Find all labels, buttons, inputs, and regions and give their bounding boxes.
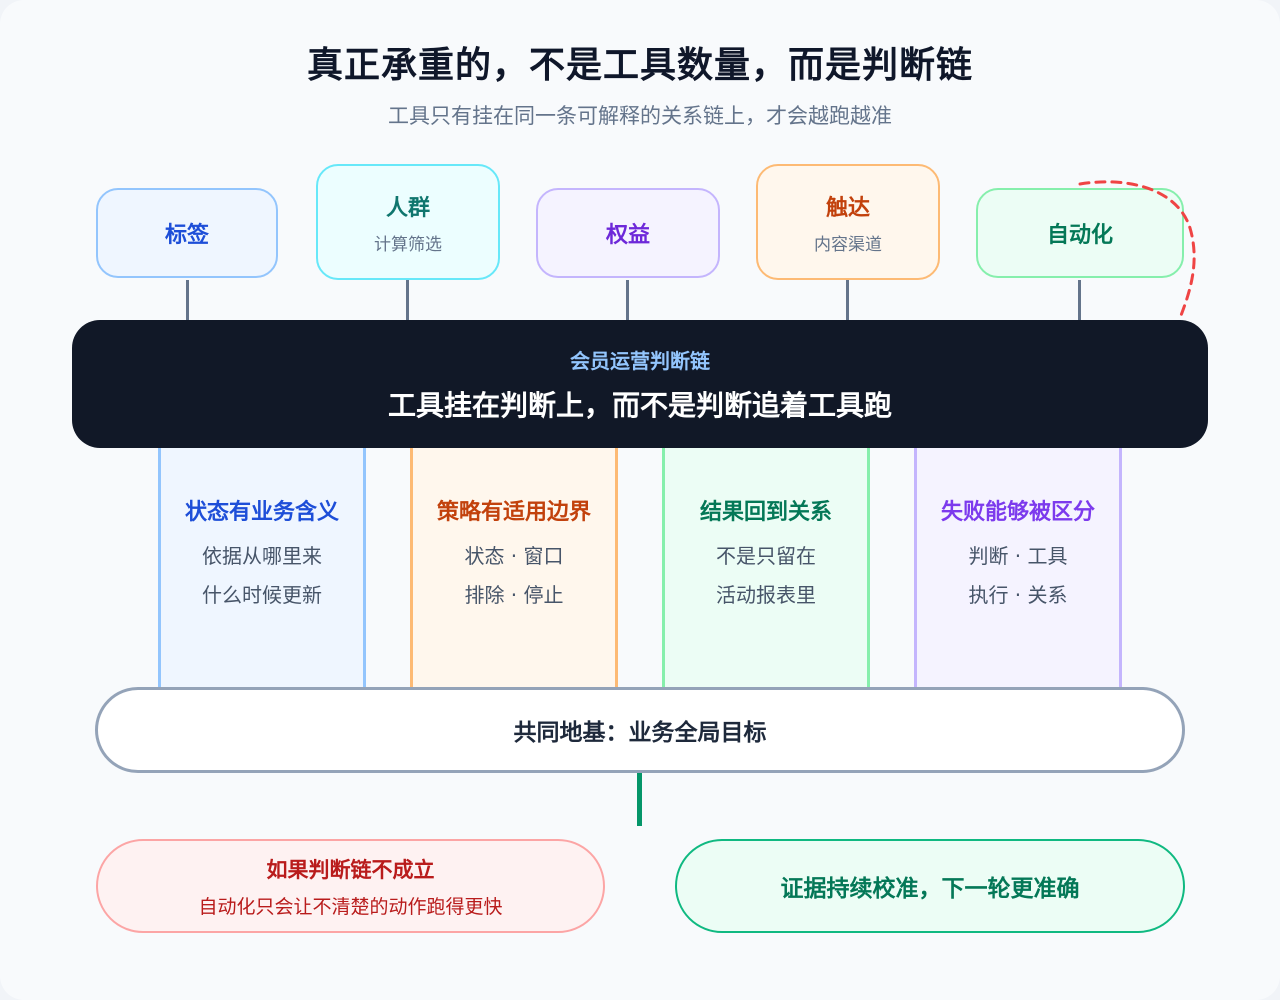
pillar-line: 什么时候更新 <box>202 583 322 607</box>
tool-box-reach: 触达 内容渠道 <box>756 164 940 280</box>
pillar-line: 活动报表里 <box>716 583 816 607</box>
pillar-strategy-boundary: 策略有适用边界 状态 · 窗口 排除 · 停止 <box>410 448 618 688</box>
pillar-failure-distinguish: 失败能够被区分 判断 · 工具 执行 · 关系 <box>914 448 1122 688</box>
pillar-result-relation: 结果回到关系 不是只留在 活动报表里 <box>662 448 870 688</box>
warning-title: 如果判断链不成立 <box>266 857 435 882</box>
foundation-bar: 共同地基：业务全局目标 <box>95 687 1185 773</box>
tool-connector <box>626 280 629 320</box>
tool-box-segments: 人群 计算筛选 <box>316 164 500 280</box>
tool-connector <box>406 280 409 320</box>
positive-outcome: 证据持续校准，下一轮更准确 <box>675 839 1185 933</box>
pillar-line: 状态 · 窗口 <box>464 544 564 568</box>
tool-box-benefits: 权益 <box>536 188 720 278</box>
chain-label: 会员运营判断链 <box>570 348 710 373</box>
foundation-text: 共同地基：业务全局目标 <box>513 720 767 746</box>
chain-text: 工具挂在判断上，而不是判断追着工具跑 <box>387 388 892 422</box>
judgment-chain-bar: 会员运营判断链 工具挂在判断上，而不是判断追着工具跑 <box>72 320 1208 448</box>
tool-label: 自动化 <box>1046 223 1113 248</box>
tool-connector <box>186 280 189 320</box>
positive-text: 证据持续校准，下一轮更准确 <box>780 876 1080 902</box>
warning-outcome: 如果判断链不成立 自动化只会让不清楚的动作跑得更快 <box>96 839 605 933</box>
pillar-line: 判断 · 工具 <box>968 544 1068 568</box>
tool-box-tags: 标签 <box>96 188 278 278</box>
tool-connector <box>846 280 849 320</box>
pillar-state-meaning: 状态有业务含义 依据从哪里来 什么时候更新 <box>158 448 366 688</box>
pillar-line: 排除 · 停止 <box>464 583 564 607</box>
tool-label: 人群 <box>385 195 430 221</box>
tool-label: 权益 <box>605 223 650 248</box>
pillar-line: 不是只留在 <box>716 544 816 568</box>
foundation-stem <box>637 773 642 826</box>
diagram-subtitle: 工具只有挂在同一条可解释的关系链上，才会越跑越准 <box>388 104 892 128</box>
pillar-line: 依据从哪里来 <box>202 544 322 568</box>
tool-label: 标签 <box>164 223 209 248</box>
tool-sublabel: 内容渠道 <box>814 234 882 255</box>
tool-label: 触达 <box>825 195 870 221</box>
tool-connector <box>1078 280 1081 320</box>
pillar-title: 策略有适用边界 <box>436 500 591 525</box>
pillar-title: 失败能够被区分 <box>940 500 1095 525</box>
warning-text: 自动化只会让不清楚的动作跑得更快 <box>198 895 503 918</box>
dashed-warning-arc <box>1078 180 1196 320</box>
tool-box-automation: 自动化 <box>976 188 1184 278</box>
pillar-title: 状态有业务含义 <box>184 500 339 525</box>
tool-sublabel: 计算筛选 <box>374 234 442 255</box>
pillar-title: 结果回到关系 <box>699 500 832 525</box>
diagram-title: 真正承重的，不是工具数量，而是判断链 <box>306 45 973 86</box>
pillar-line: 执行 · 关系 <box>968 583 1068 607</box>
